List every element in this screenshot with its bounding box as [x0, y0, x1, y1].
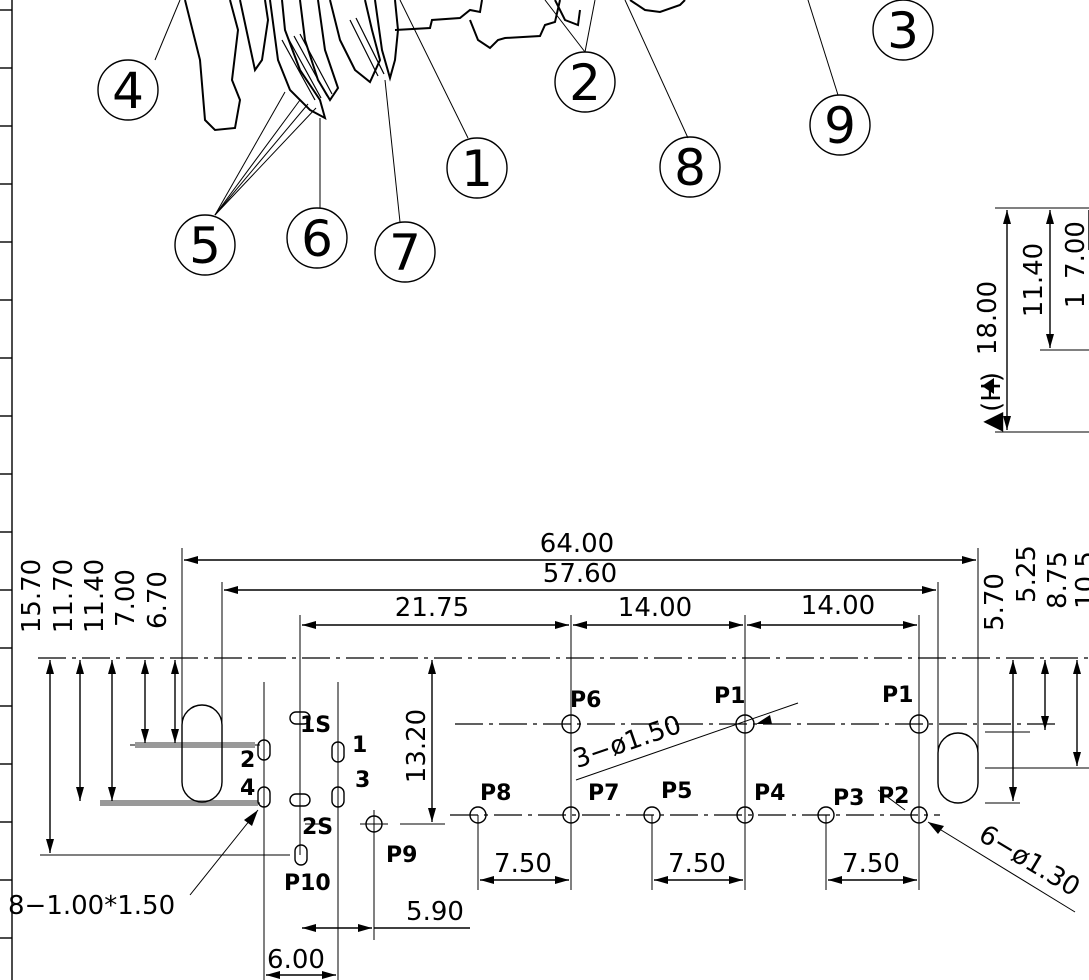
- balloon-4: 4: [112, 62, 144, 120]
- note-6-holes: 6−ø1.30: [973, 819, 1085, 902]
- left-border-ruler: [0, 0, 13, 980]
- label-2: 2: [240, 748, 255, 773]
- dim-7-00: 7.00: [111, 569, 141, 627]
- balloon-7: 7: [389, 224, 421, 282]
- balloon-2: 2: [569, 54, 601, 112]
- balloon-8: 8: [674, 139, 706, 197]
- dim-pitch-c: 7.50: [842, 849, 900, 879]
- label-2s: 2S: [302, 815, 333, 840]
- overall-height-dim: 18.00: [973, 281, 1003, 355]
- balloon-5: 5: [189, 217, 221, 275]
- balloon-3: 3: [887, 2, 919, 60]
- dim-inner-width: 57.60: [543, 559, 617, 589]
- dim-13-20: 13.20: [402, 709, 432, 783]
- label-3: 3: [355, 768, 370, 793]
- dim-partial-side: 1: [1061, 292, 1089, 309]
- label-p1-a: P1: [714, 684, 745, 709]
- horizontal-dimension-lines: [184, 556, 976, 979]
- dim-5-25: 5.25: [1012, 545, 1042, 603]
- dim-10-5-partial: 10.5: [1071, 551, 1089, 609]
- dim-6-00: 6.00: [267, 945, 325, 975]
- dim-pitch-b: 7.50: [668, 849, 726, 879]
- label-p10: P10: [284, 871, 331, 896]
- height-marker: ▲(H): [977, 372, 1007, 432]
- dim-14-00-b: 14.00: [801, 591, 875, 621]
- dim-15-70: 15.70: [17, 559, 47, 633]
- dim-pitch-a: 7.50: [494, 849, 552, 879]
- label-1: 1: [352, 733, 367, 758]
- label-1s: 1S: [300, 713, 331, 738]
- balloon-9: 9: [824, 97, 856, 155]
- dim-7-00-side: 7.00: [1061, 221, 1089, 279]
- vertical-dimension-lines-right: [1009, 660, 1081, 801]
- exploded-view: [154, 0, 839, 223]
- side-view-dimensions: ▲(H) 18.00 11.40 7.00 1: [973, 207, 1089, 433]
- dim-5-90: 5.90: [406, 897, 464, 927]
- dim-21-75: 21.75: [395, 593, 469, 623]
- dim-14-00-a: 14.00: [618, 593, 692, 623]
- label-p5: P5: [661, 779, 692, 804]
- dim-overall-width: 64.00: [540, 529, 614, 559]
- label-p4: P4: [754, 781, 785, 806]
- label-p7: P7: [588, 781, 619, 806]
- balloon-1: 1: [461, 140, 493, 198]
- note-3-holes: 3−ø1.50: [570, 710, 686, 775]
- dim-11-40: 11.40: [80, 559, 110, 633]
- pin-labels: P6 P1 P1 P8 P7 P5 P4 P3 P2 P9 P10 1S 2S …: [240, 683, 913, 896]
- note-slots: 8−1.00*1.50: [8, 891, 175, 921]
- vertical-dimension-lines-left: [46, 660, 436, 853]
- dim-11-40-side: 11.40: [1019, 243, 1049, 317]
- label-p9: P9: [386, 843, 417, 868]
- label-4: 4: [240, 776, 255, 801]
- dim-8-75: 8.75: [1043, 551, 1073, 609]
- label-p2: P2: [878, 784, 909, 809]
- part-balloons: 4 5 6 7 1 2 8 9 3: [97, 0, 934, 283]
- label-p1-b: P1: [882, 683, 913, 708]
- label-p3: P3: [833, 786, 864, 811]
- label-p8: P8: [480, 781, 511, 806]
- dim-6-70: 6.70: [143, 571, 173, 629]
- pcb-footprint: [38, 548, 1089, 980]
- balloon-6: 6: [301, 210, 333, 268]
- dimension-labels: 64.00 57.60 21.75 14.00 14.00 7.50 7.50 …: [8, 529, 1089, 975]
- dim-11-70: 11.70: [49, 559, 79, 633]
- dim-5-70-right: 5.70: [980, 573, 1010, 631]
- label-p6: P6: [570, 688, 601, 713]
